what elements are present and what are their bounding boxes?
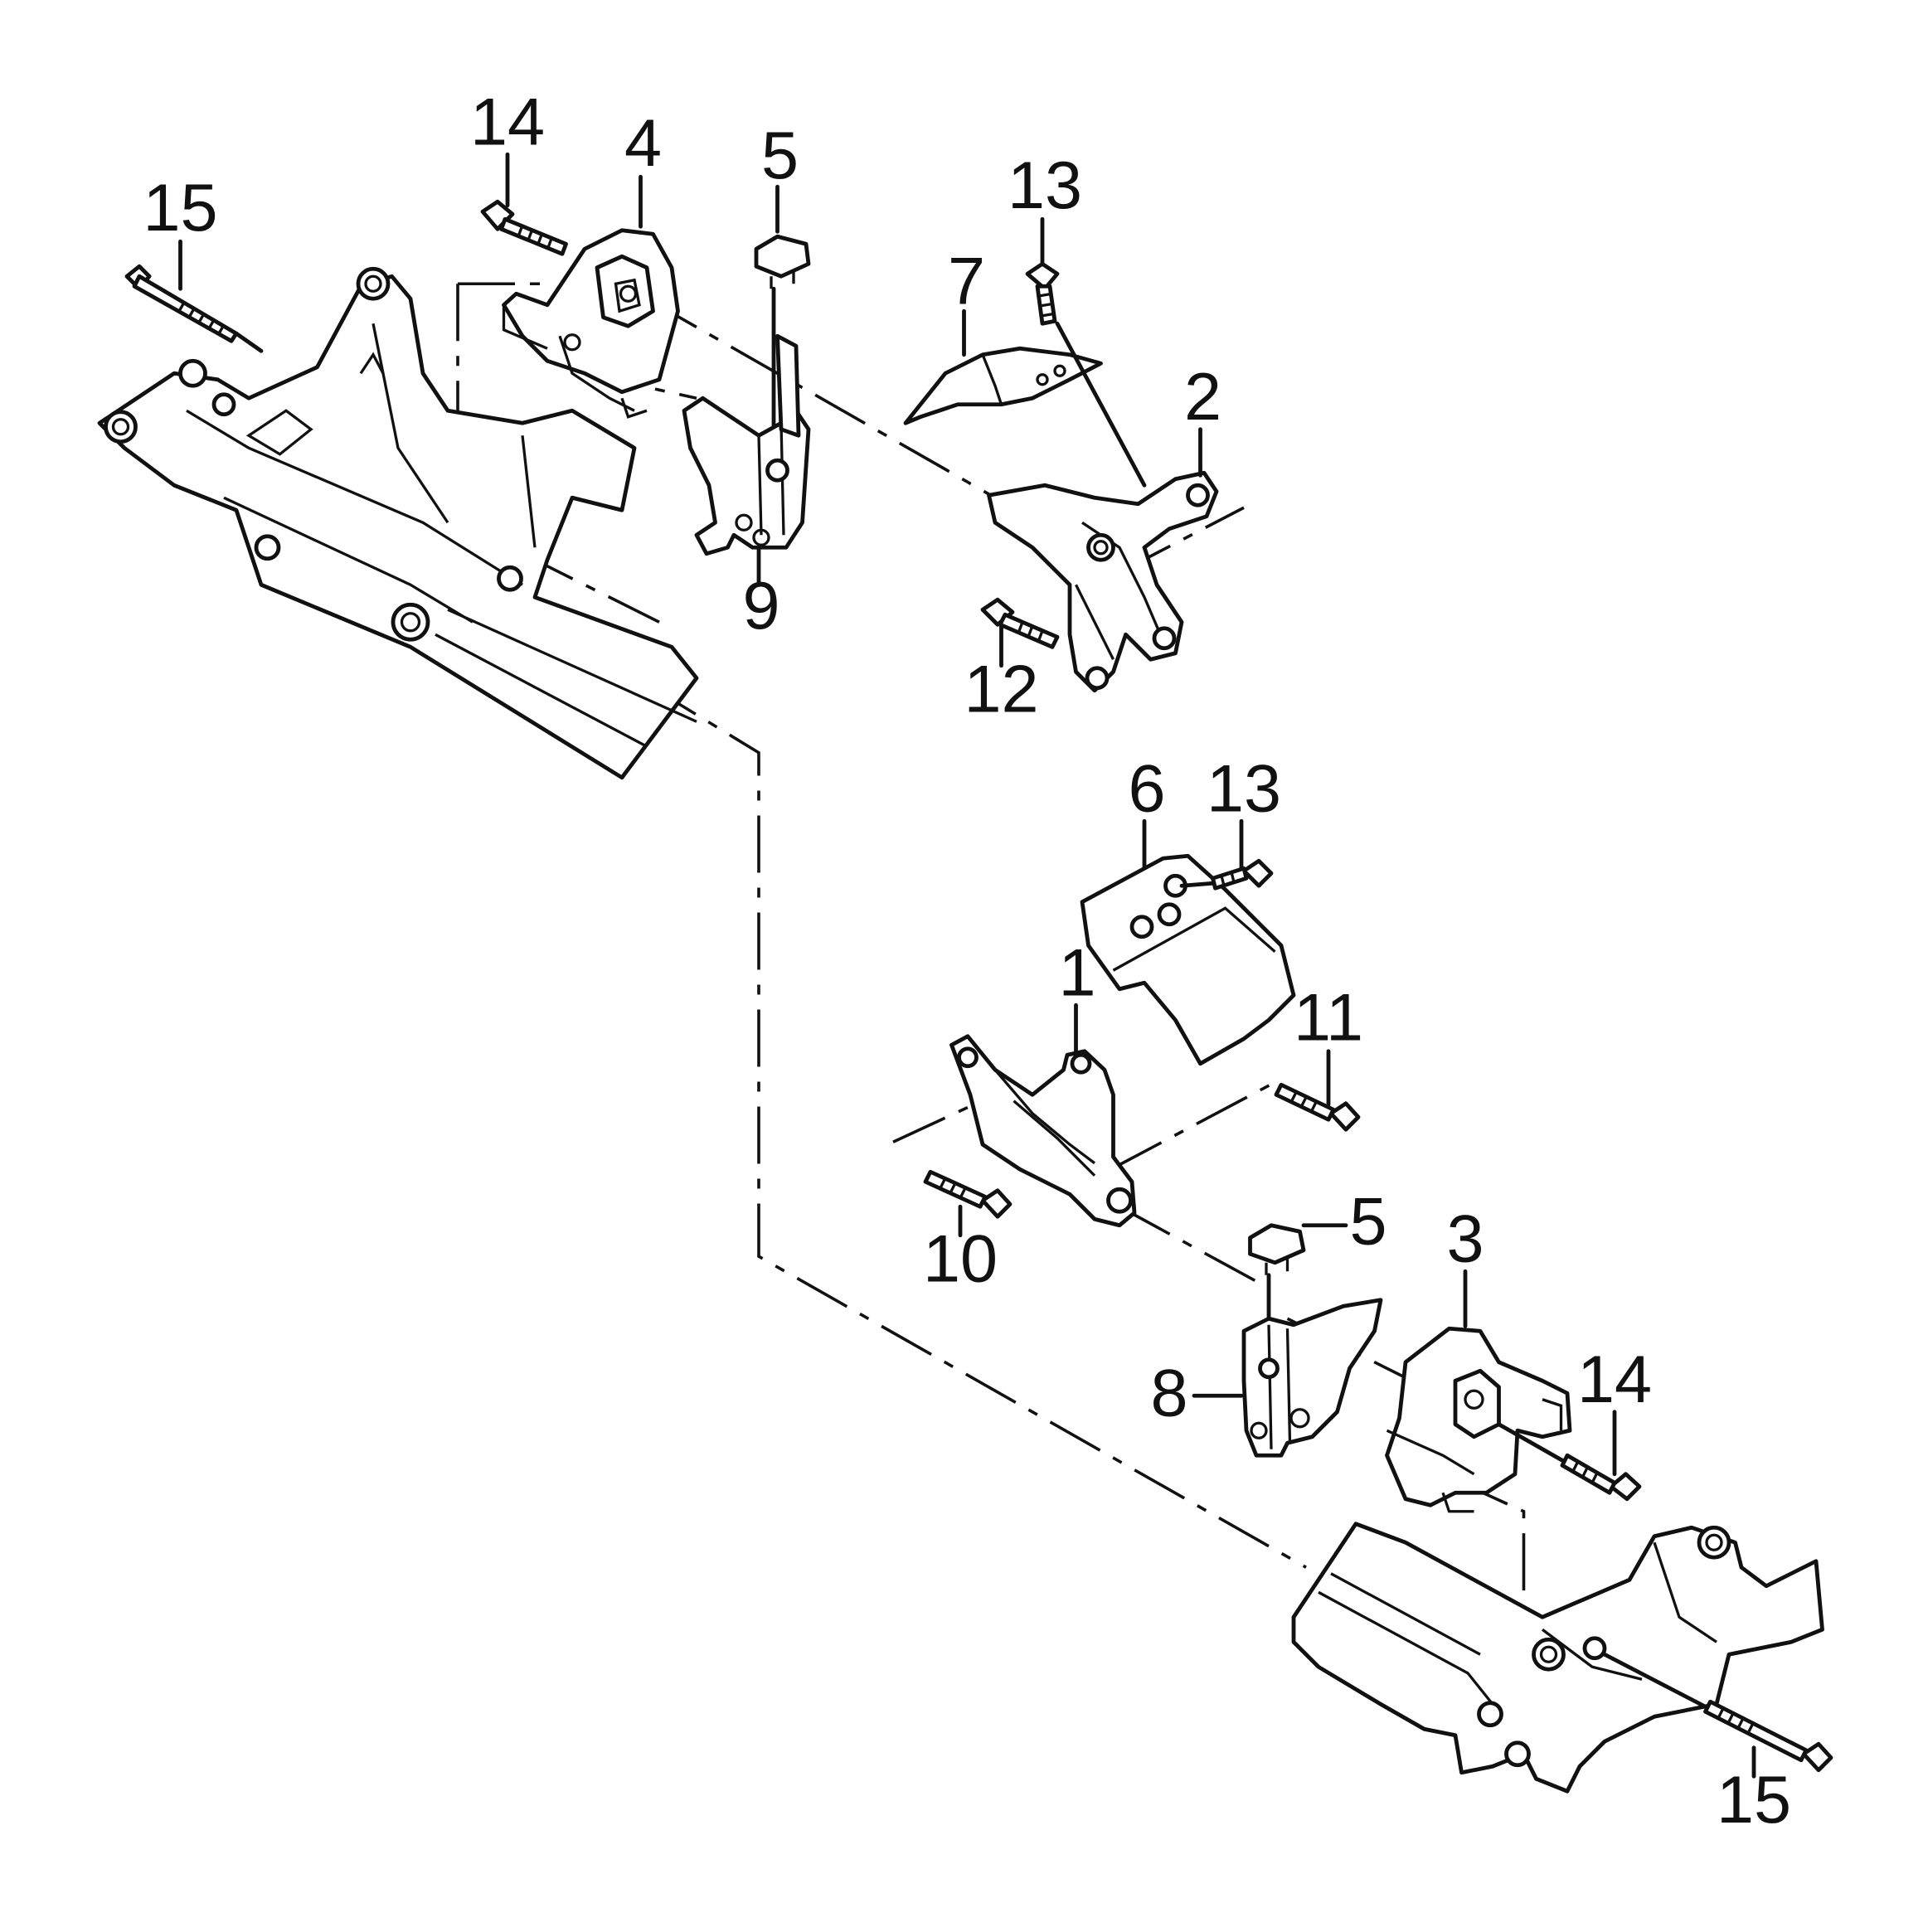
mounting-bracket-1 xyxy=(949,1034,1137,1228)
bolt-10 xyxy=(923,1169,1013,1219)
bracket-8 xyxy=(1241,1298,1383,1458)
bolt-14-lower xyxy=(1497,1422,1642,1502)
rubber-cap-5-upper xyxy=(754,234,811,450)
callout-13-lower: 13 xyxy=(1207,751,1281,826)
bolt-14-upper xyxy=(480,199,568,256)
bracket-9 xyxy=(682,333,811,556)
callout-15-upper: 15 xyxy=(143,171,217,245)
heat-shield-6 xyxy=(1080,853,1296,1066)
bolt-12 xyxy=(980,597,1060,649)
bolt-15-lower xyxy=(1602,1652,1833,1773)
callout-14-upper: 14 xyxy=(470,85,545,159)
callout-labels: 15 14 4 5 13 7 2 9 12 6 13 1 11 10 5 3 8… xyxy=(143,85,1791,1837)
front-subframe-right xyxy=(1291,1522,1824,1794)
heat-shield-7 xyxy=(903,346,1103,425)
callout-9: 9 xyxy=(742,569,779,643)
callout-leaders xyxy=(178,152,1756,1779)
bolt-13-upper xyxy=(1025,261,1147,488)
callout-5-upper: 5 xyxy=(761,119,799,193)
callout-2: 2 xyxy=(1184,360,1221,434)
bolt-11 xyxy=(1274,1082,1361,1132)
bolt-13-lower xyxy=(1179,858,1274,891)
front-subframe-left xyxy=(97,266,699,780)
callout-7: 7 xyxy=(948,244,985,318)
callout-6: 6 xyxy=(1128,751,1165,826)
callout-14-lower: 14 xyxy=(1577,1342,1652,1417)
callout-10: 10 xyxy=(923,1221,998,1296)
engine-mount-4 xyxy=(502,228,680,419)
callout-15-lower: 15 xyxy=(1717,1763,1791,1837)
callout-13-upper: 13 xyxy=(1008,148,1082,223)
callout-1: 1 xyxy=(1058,935,1095,1010)
callout-12: 12 xyxy=(964,652,1038,726)
callout-4: 4 xyxy=(624,106,662,181)
bolt-15-upper xyxy=(124,264,264,353)
rubber-cap-5-lower xyxy=(1248,1223,1306,1321)
callout-5-lower: 5 xyxy=(1349,1184,1387,1259)
engine-mount-3 xyxy=(1385,1326,1572,1513)
callout-8: 8 xyxy=(1150,1356,1187,1430)
callout-11: 11 xyxy=(1294,980,1363,1055)
engine-bracket-2 xyxy=(987,470,1219,693)
callout-3: 3 xyxy=(1446,1201,1484,1276)
